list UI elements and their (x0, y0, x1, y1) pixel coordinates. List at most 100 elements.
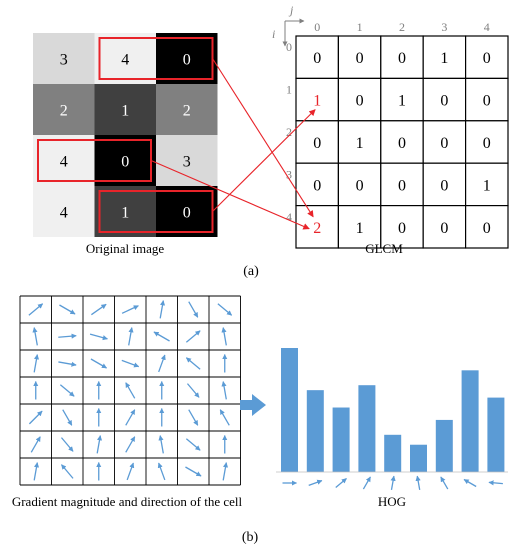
gradient-arrow (91, 303, 107, 316)
glcm-col-label: 3 (441, 20, 447, 34)
image-pixel (156, 135, 218, 186)
gradient-arrow (186, 383, 200, 398)
hog-caption: HOG (378, 494, 406, 509)
gradient-arrow (28, 303, 44, 316)
glcm-cell (422, 120, 467, 164)
gradient-arrow (188, 409, 199, 426)
glcm-cell (465, 77, 509, 122)
glcm-row-label: 2 (286, 125, 292, 139)
gradient-arrow (128, 327, 134, 346)
panel-a-label: (a) (243, 264, 259, 279)
gradient-arrow (125, 409, 136, 426)
glcm-cell (337, 77, 382, 122)
gradient-arrow (90, 358, 107, 369)
hog-histogram (281, 348, 505, 472)
image-pixel (94, 186, 156, 237)
glcm-value: 0 (440, 93, 448, 110)
glcm-value: 0 (440, 177, 448, 194)
glcm-cell (422, 205, 467, 249)
image-pixel (94, 84, 156, 135)
pixel-value: 3 (60, 52, 68, 69)
glcm-value: 2 (313, 220, 321, 237)
glcm-value: 0 (356, 50, 364, 67)
gradient-arrow (58, 361, 77, 367)
gradient-arrow (185, 357, 201, 370)
glcm-value: 1 (440, 50, 448, 67)
glcm-cell (465, 205, 509, 249)
glcm-value: 1 (313, 93, 321, 110)
gradient-arrow (158, 435, 164, 454)
gradient-arrow (185, 438, 201, 451)
pair-count-arrow (212, 58, 314, 218)
pixel-value: 3 (183, 154, 191, 171)
glcm-value: 0 (313, 177, 321, 194)
gradient-arrow (159, 300, 166, 319)
gradient-arrow (96, 435, 103, 454)
pixel-value: 2 (60, 103, 68, 120)
gradient-arrow (125, 436, 136, 453)
image-pixel (156, 33, 218, 84)
panel-b: Gradient magnitude and direction of the … (12, 295, 508, 545)
pixel-value: 0 (121, 154, 129, 171)
gradient-arrow (59, 384, 75, 397)
image-pixel (94, 135, 156, 186)
gradient-arrow (157, 462, 166, 481)
gradient-arrow (188, 301, 199, 318)
gradient-arrow (33, 354, 40, 373)
hog-bin-arrow (463, 478, 477, 488)
pixel-value: 4 (60, 154, 68, 171)
gradient-arrow (89, 333, 108, 341)
gradient-arrow (121, 305, 139, 314)
pixel-value: 2 (183, 103, 191, 120)
pixel-value: 1 (121, 103, 129, 120)
gradient-grid-caption: Gradient magnitude and direction of the … (12, 494, 243, 509)
hog-bin-orientation-arrows (282, 475, 503, 491)
pair-to-glcm-arrows (150, 58, 316, 230)
glcm-value: 0 (398, 220, 406, 237)
glcm-caption: GLCM (365, 241, 403, 256)
glcm-value: 0 (398, 177, 406, 194)
glcm-value: 0 (356, 177, 364, 194)
gradient-arrow (59, 304, 76, 315)
glcm-col-label: 1 (357, 20, 363, 34)
glcm-value: 0 (483, 93, 491, 110)
original-image-caption: Original image (86, 241, 165, 256)
image-pixel (156, 186, 218, 237)
hog-bin-arrow (335, 478, 347, 488)
pixel-value: 0 (183, 205, 191, 222)
glcm-row-label: 4 (286, 210, 292, 224)
hog-bar (410, 444, 427, 472)
hog-bin-arrow (362, 476, 371, 490)
glcm-cell (380, 77, 424, 122)
glcm-value: 0 (398, 135, 406, 152)
glcm-value: 0 (440, 220, 448, 237)
gradient-arrow (221, 327, 227, 346)
glcm-row-label: 0 (286, 40, 292, 54)
glcm-row-label: 3 (286, 167, 292, 181)
hog-bin-arrow (390, 475, 396, 491)
glcm-row-label: 1 (286, 83, 292, 97)
glcm-value: 0 (313, 50, 321, 67)
gradient-arrow (158, 354, 166, 373)
gradient-arrow (32, 327, 38, 346)
image-pixel (33, 135, 95, 186)
gradient-arrow (125, 382, 136, 399)
gradient-arrow (28, 410, 43, 425)
pixel-value: 4 (121, 52, 129, 69)
glcm-col-label: 4 (484, 20, 490, 34)
image-pixel (33, 33, 95, 84)
hog-bar (384, 434, 402, 472)
pixel-value: 0 (183, 52, 191, 69)
hog-bin-arrow (488, 480, 503, 486)
hog-bar (332, 407, 350, 472)
gradient-arrow (58, 333, 77, 339)
glcm-value: 1 (483, 177, 491, 194)
gradient-arrow (30, 436, 41, 453)
hog-bar (358, 385, 376, 472)
glcm-row-axis-label: i (272, 27, 275, 41)
gradient-arrow (221, 381, 227, 400)
glcm-value: 0 (483, 50, 491, 67)
glcm-value: 0 (440, 135, 448, 152)
